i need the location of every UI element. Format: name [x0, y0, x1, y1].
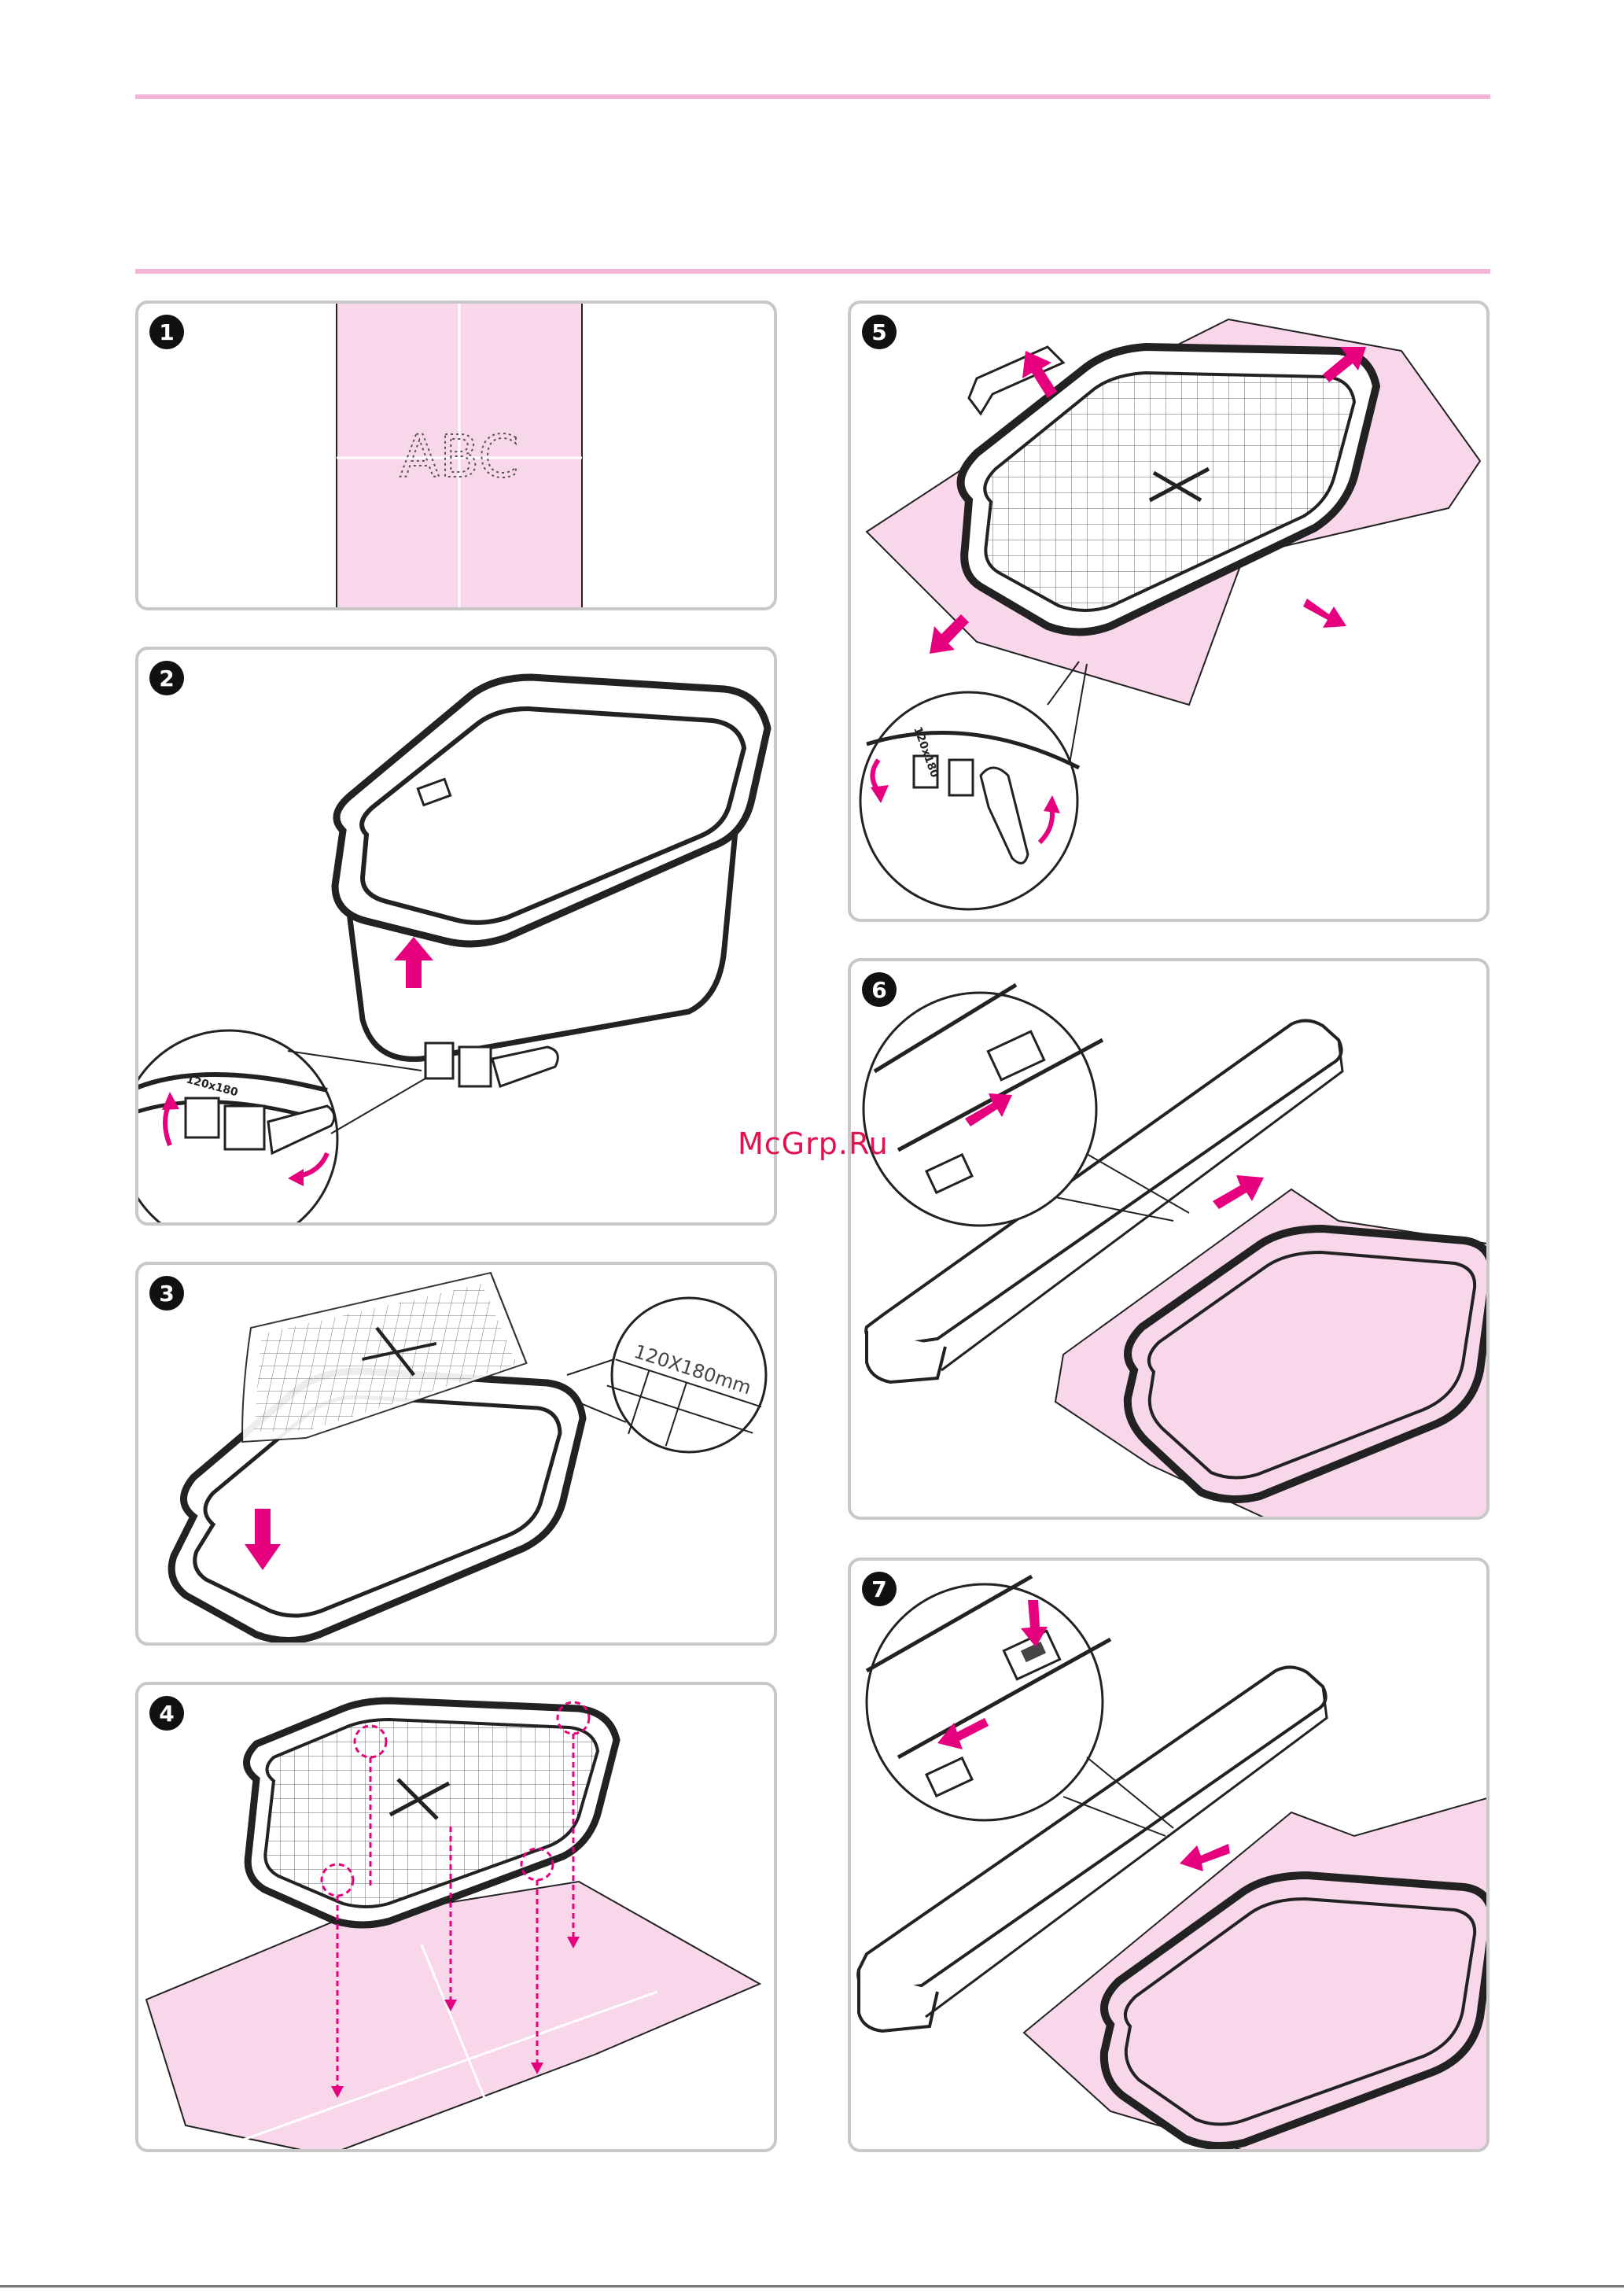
- hoop-clamp: [425, 1043, 558, 1086]
- step-6-attach-illustration: [851, 961, 1490, 1520]
- lift-arrow: [394, 937, 433, 988]
- step-2-panel: 2 120x180: [135, 647, 777, 1226]
- step-1-fabric-illustration: ABC: [138, 304, 777, 610]
- step-3-panel: 3 120X180mm: [135, 1262, 777, 1646]
- step-3-template-illustration: 120X180mm: [138, 1265, 777, 1646]
- step-1-panel: 1 ABC: [135, 300, 777, 610]
- sample-design-text: ABC: [400, 423, 519, 491]
- step-5-fabric-hoop-illustration: 120x180: [851, 304, 1490, 922]
- step-number-badge: 3: [149, 1276, 184, 1311]
- step-4-alignment-illustration: [138, 1685, 777, 2152]
- watermark-text: McGrp.Ru: [738, 1126, 889, 1161]
- step-number-badge: 6: [862, 972, 897, 1007]
- fabric-sheet: [146, 1882, 760, 2152]
- outer-hoop: [335, 677, 768, 944]
- step-5-panel: 5 120x180: [848, 300, 1490, 922]
- remove-arrow: [1180, 1844, 1230, 1871]
- step-4-panel: 4: [135, 1682, 777, 2152]
- attach-arrow: [1213, 1175, 1264, 1209]
- step-number-badge: 1: [149, 315, 184, 349]
- step-7-panel: 7: [848, 1558, 1490, 2152]
- step-number-badge: 5: [862, 315, 897, 349]
- bottom-divider: [0, 2285, 1624, 2287]
- top-divider-2: [135, 269, 1490, 274]
- step-7-remove-illustration: [851, 1561, 1490, 2152]
- step-number-badge: 7: [862, 1572, 897, 1606]
- top-divider-1: [135, 94, 1490, 99]
- step-6-panel: 6: [848, 958, 1490, 1520]
- step-number-badge: 2: [149, 661, 184, 695]
- step-2-hoop-illustration: 120x180: [138, 650, 777, 1226]
- step-number-badge: 4: [149, 1696, 184, 1731]
